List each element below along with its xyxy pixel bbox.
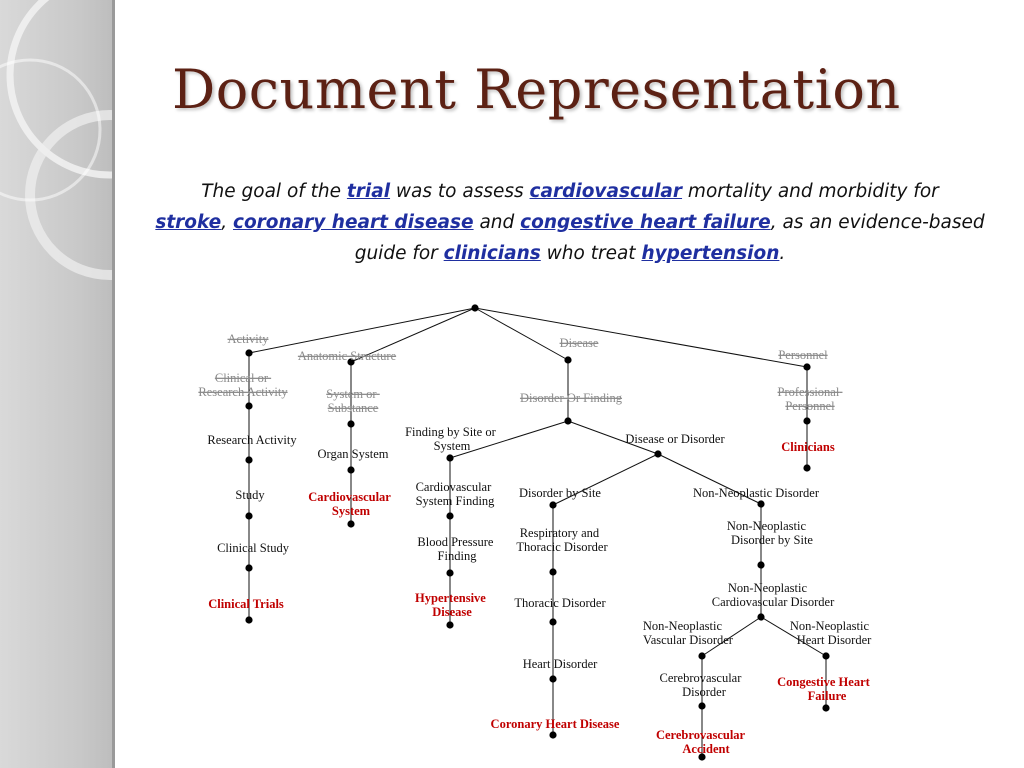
goal-text: . bbox=[779, 243, 786, 264]
label-non-neoplastic-disorder-by-site: Non-Neoplastic Disorder by Site bbox=[727, 519, 814, 547]
node-root bbox=[471, 304, 479, 312]
label-disorder-or-finding: Disorder Or Finding bbox=[520, 391, 623, 405]
label-system-or-substance: System or Substance bbox=[326, 387, 379, 415]
label-cardiovascular-system: Cardiovascular System bbox=[308, 490, 394, 518]
slide-title: Document Representation bbox=[172, 58, 901, 121]
decorative-circles bbox=[0, 0, 114, 280]
label-disease-or-disorder: Disease or Disorder bbox=[625, 432, 725, 446]
label-cerebrovascular-disorder: Cerebrovascular Disorder bbox=[659, 671, 744, 699]
sidebar-edge bbox=[112, 0, 115, 768]
edge bbox=[474, 307, 808, 368]
label-coronary-heart-disease: Coronary Heart Disease bbox=[491, 717, 620, 731]
nodes bbox=[245, 304, 830, 761]
node bbox=[446, 454, 454, 462]
label-cardiovascular-system-finding: Cardiovascular System Finding bbox=[416, 480, 496, 508]
label-research-activity: Research Activity bbox=[207, 433, 297, 447]
edge bbox=[657, 453, 762, 505]
label-clinical-trials: Clinical Trials bbox=[208, 597, 284, 611]
label-clinical-study: Clinical Study bbox=[217, 541, 290, 555]
goal-text: , as an evidence-based guide for bbox=[354, 212, 985, 264]
label-clinical-or-research-activity: Clinical or Research Activity bbox=[198, 371, 288, 399]
label-disorder-by-site: Disorder by Site bbox=[519, 486, 601, 500]
node bbox=[803, 417, 811, 425]
label-hypertensive-disease: Hypertensive Disease bbox=[415, 591, 489, 619]
node bbox=[245, 616, 253, 624]
edge bbox=[760, 616, 827, 657]
node bbox=[549, 731, 557, 739]
edge bbox=[552, 453, 659, 506]
node bbox=[549, 675, 557, 683]
node bbox=[446, 569, 454, 577]
edge bbox=[248, 307, 476, 354]
edge bbox=[474, 307, 569, 361]
node bbox=[564, 417, 572, 425]
label-respiratory-and-thoracic-disorder: Respiratory and Thoracic Disorder bbox=[516, 526, 608, 554]
edge bbox=[567, 420, 659, 455]
keyword-stroke: stroke bbox=[155, 212, 222, 233]
node bbox=[698, 652, 706, 660]
node bbox=[822, 704, 830, 712]
label-clinicians: Clinicians bbox=[781, 440, 835, 454]
keyword-cardiovascular: cardiovascular bbox=[529, 181, 683, 202]
node bbox=[757, 561, 765, 569]
label-congestive-heart-failure: Congestive Heart Failure bbox=[777, 675, 873, 703]
label-disease: Disease bbox=[560, 336, 599, 350]
goal-statement: The goal of the trial was to assess card… bbox=[150, 176, 990, 269]
keyword-coronary-heart-disease: coronary heart disease bbox=[232, 212, 474, 233]
label-organ-system: Organ System bbox=[318, 447, 389, 461]
edge bbox=[350, 307, 476, 363]
label-non-neoplastic-vascular-disorder: Non-Neoplastic Vascular Disorder bbox=[643, 619, 734, 647]
label-activity: Activity bbox=[228, 332, 270, 346]
node bbox=[822, 652, 830, 660]
node bbox=[245, 564, 253, 572]
label-blood-pressure-finding: Blood Pressure Finding bbox=[417, 535, 496, 563]
node bbox=[347, 520, 355, 528]
label-thoracic-disorder: Thoracic Disorder bbox=[514, 596, 606, 610]
goal-text: who treat bbox=[540, 243, 642, 264]
node bbox=[698, 702, 706, 710]
node bbox=[803, 464, 811, 472]
label-anatomic-structure: Anatomic Structure bbox=[298, 349, 397, 363]
label-finding-by-site-or-system: Finding by Site or System bbox=[405, 425, 499, 453]
goal-text: mortality and morbidity for bbox=[682, 181, 939, 202]
keyword-clinicians: clinicians bbox=[443, 243, 541, 264]
goal-text: and bbox=[473, 212, 521, 233]
node bbox=[549, 501, 557, 509]
node bbox=[549, 618, 557, 626]
node bbox=[347, 358, 355, 366]
node bbox=[654, 450, 662, 458]
keyword-trial: trial bbox=[346, 181, 391, 202]
label-non-neoplastic-cardiovascular-disorder: Non-Neoplastic Cardiovascular Disorder bbox=[712, 581, 835, 609]
goal-text: was to assess bbox=[390, 181, 530, 202]
label-personnel: Personnel bbox=[778, 348, 828, 362]
node bbox=[757, 613, 765, 621]
label-heart-disorder: Heart Disorder bbox=[523, 657, 598, 671]
node bbox=[245, 402, 253, 410]
decorative-sidebar bbox=[0, 0, 114, 768]
node bbox=[446, 621, 454, 629]
label-study: Study bbox=[235, 488, 265, 502]
label-cerebrovascular-accident: Cerebrovascular Accident bbox=[656, 728, 748, 756]
label-non-neoplastic-heart-disorder: Non-Neoplastic Heart Disorder bbox=[790, 619, 872, 647]
node bbox=[757, 500, 765, 508]
node bbox=[245, 456, 253, 464]
node bbox=[245, 512, 253, 520]
node bbox=[446, 512, 454, 520]
edge bbox=[701, 616, 762, 657]
label-professional-personnel: Professional Personnel bbox=[778, 385, 843, 413]
edge bbox=[449, 420, 569, 459]
keyword-hypertension: hypertension bbox=[641, 243, 780, 264]
node bbox=[803, 363, 811, 371]
node bbox=[347, 420, 355, 428]
node bbox=[698, 753, 706, 761]
label-non-neoplastic-disorder: Non-Neoplastic Disorder bbox=[693, 486, 820, 500]
node bbox=[245, 349, 253, 357]
node bbox=[549, 568, 557, 576]
goal-text: , bbox=[221, 212, 233, 233]
goal-text: The goal of the bbox=[201, 181, 347, 202]
node bbox=[347, 466, 355, 474]
node bbox=[564, 356, 572, 364]
keyword-congestive-heart-failure: congestive heart failure bbox=[520, 212, 771, 233]
